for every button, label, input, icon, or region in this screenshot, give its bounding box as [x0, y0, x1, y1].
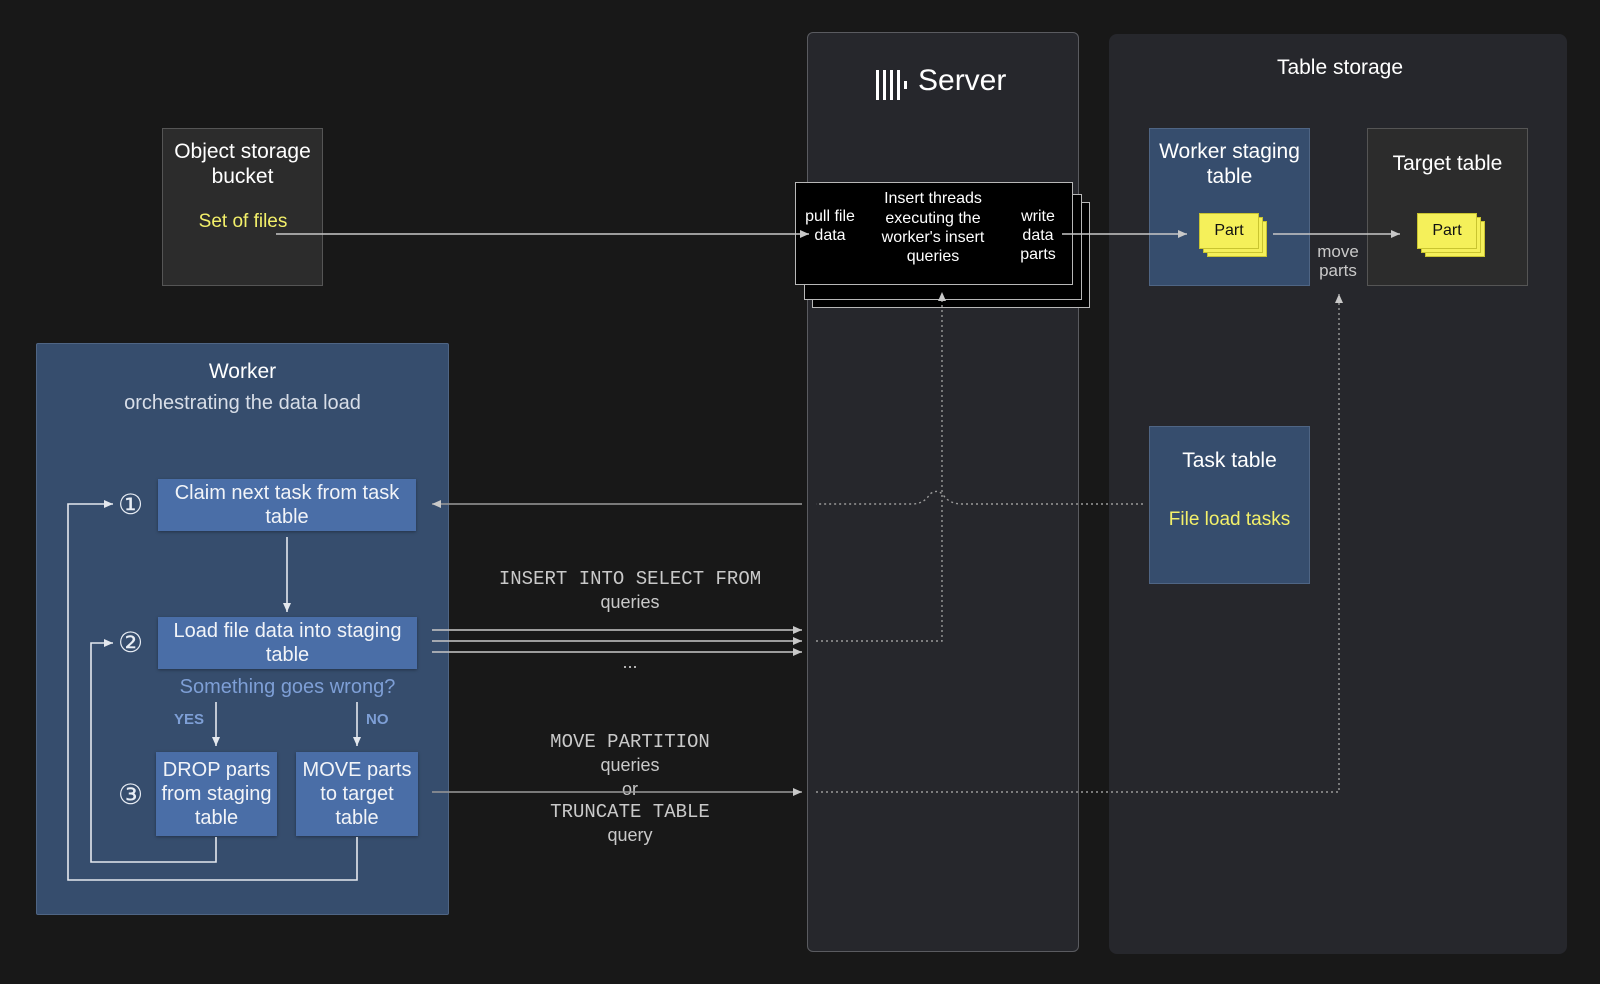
truncate-table-label: TRUNCATE TABLE [550, 801, 710, 823]
claim-task-step: Claim next task from task table [158, 479, 416, 531]
object-storage-box: Object storage bucket Set of files [162, 128, 323, 286]
worker-staging-table: Worker staging table Part [1149, 128, 1310, 286]
move-parts-label: move parts [1317, 242, 1359, 280]
move-loop-arrow [67, 500, 358, 881]
or-label: or [621, 779, 638, 799]
move-dotted-link [816, 294, 1343, 793]
move-partition-label: MOVE PARTITION [550, 731, 710, 753]
pull-file-data-label: pull file data [805, 208, 855, 244]
move-parts-step: MOVE parts to target table [296, 752, 418, 836]
insert-into-select-label: INSERT INTO SELECT FROM [498, 568, 762, 590]
target-table: Target table Part [1367, 128, 1528, 286]
target-part: Part [1417, 213, 1477, 249]
yes-label: YES [174, 711, 205, 728]
step-1-number: ① [118, 489, 144, 520]
no-label: NO [366, 711, 389, 728]
table-storage-title: Table storage [1276, 56, 1404, 79]
task-table-title: Task table [1182, 449, 1277, 472]
load-file-step: Load file data into staging table [158, 617, 417, 669]
staging-part: Part [1199, 213, 1259, 249]
file-load-tasks-label: File load tasks [1168, 509, 1291, 530]
server-title: Server [918, 64, 1007, 97]
target-table-title: Target table [1392, 152, 1503, 175]
worker-subtitle: orchestrating the data load [124, 392, 361, 414]
insert-queries-label: queries [600, 592, 660, 612]
ellipsis-label: ... [622, 652, 638, 672]
insert-threads-box: Insert threads executing the worker's in… [795, 182, 1073, 285]
insert-threads-title: Insert threads [884, 190, 982, 207]
step-2-number: ② [118, 627, 144, 658]
drop-parts-step: DROP parts from staging table [156, 752, 277, 836]
step-3-number: ③ [118, 779, 144, 810]
task-table-dotted-link [816, 490, 1143, 505]
staging-table-title: Worker staging table [1159, 140, 1300, 188]
truncate-query-label: query [607, 825, 653, 845]
insert-dotted-link [816, 292, 946, 642]
something-wrong-question: Something goes wrong? [179, 676, 396, 698]
clickhouse-logo-icon [872, 68, 912, 102]
object-storage-title: Object storage bucket [174, 140, 311, 188]
drop-loop-arrow [90, 639, 217, 863]
move-queries-label: queries [600, 755, 660, 775]
insert-threads-subtitle: executing the worker's insert queries [881, 210, 985, 265]
task-table: Task table File load tasks [1149, 426, 1310, 584]
set-of-files-label: Set of files [198, 211, 288, 232]
write-data-parts-label: write data parts [1020, 208, 1056, 263]
worker-title: Worker [208, 360, 277, 383]
